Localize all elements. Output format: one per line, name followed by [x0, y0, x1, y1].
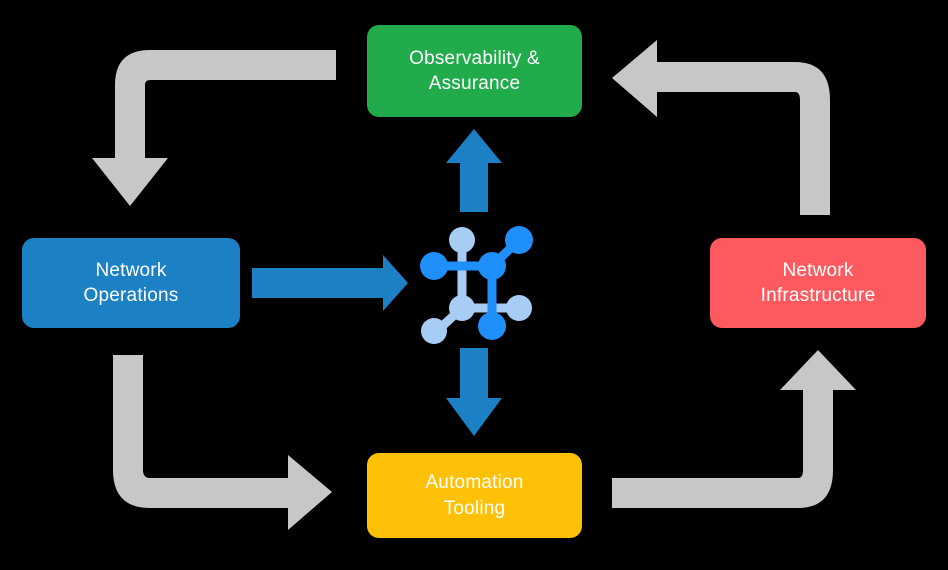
arrow-center-to-automation: [446, 348, 502, 436]
node-automation-tooling-label: Automation Tooling: [425, 472, 524, 519]
arrow-automation-to-infrastructure: [612, 350, 856, 508]
node-network-infrastructure[interactable]: Network Infrastructure: [710, 238, 926, 328]
network-icon-nodes: [420, 226, 533, 344]
network-icon-links: [433, 236, 523, 335]
node-network-operations[interactable]: Network Operations: [22, 238, 240, 328]
arrow-observability-to-operations: [92, 50, 336, 206]
arrow-operations-to-center: [252, 255, 408, 311]
arrow-center-to-observability: [446, 129, 502, 212]
node-observability-assurance-label: Observability & Assurance: [409, 47, 540, 94]
arrow-infrastructure-to-observability: [612, 40, 830, 215]
node-network-infrastructure-label: Network Infrastructure: [760, 259, 876, 306]
node-automation-tooling[interactable]: Automation Tooling: [367, 453, 582, 538]
arrow-operations-to-automation: [113, 355, 332, 530]
node-observability-assurance[interactable]: Observability & Assurance: [367, 25, 582, 117]
node-network-operations-label: Network Operations: [83, 259, 179, 306]
